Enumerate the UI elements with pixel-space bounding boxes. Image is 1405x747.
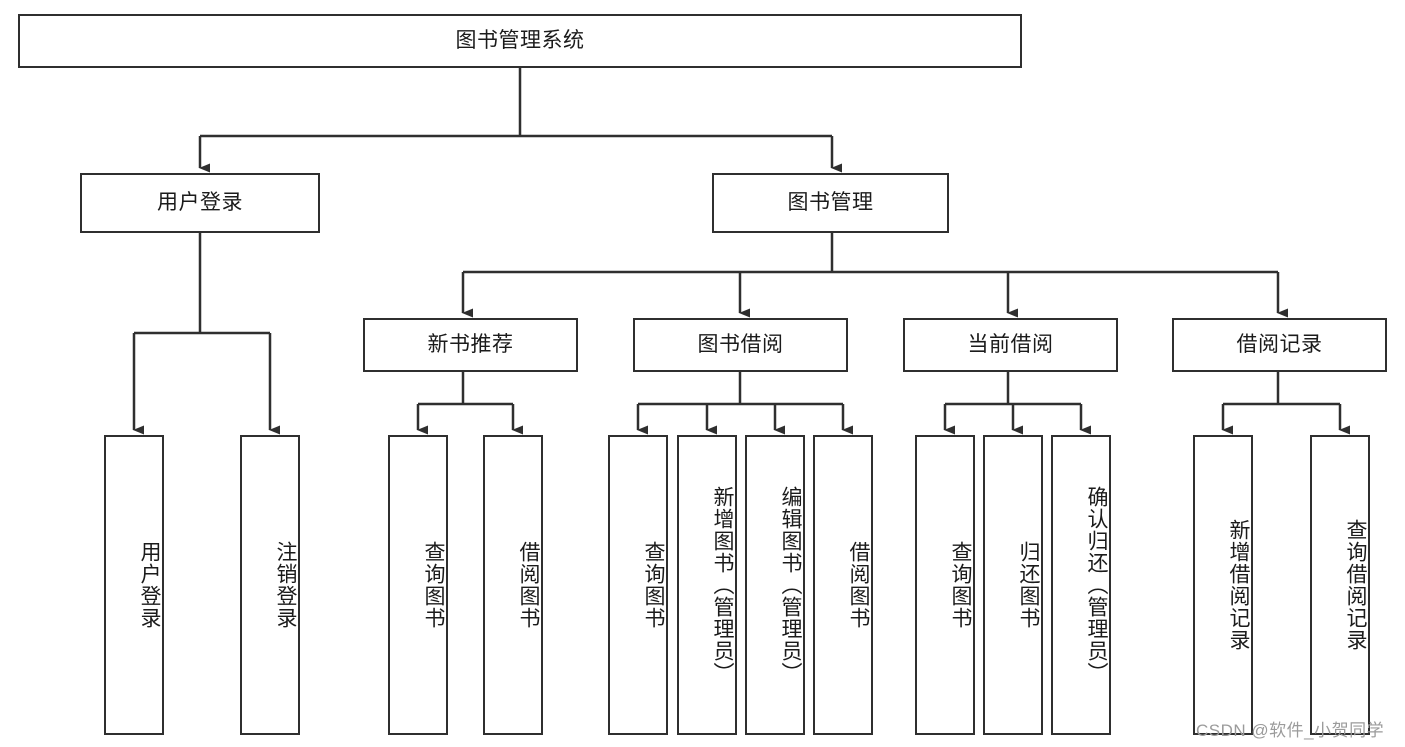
node-book-borrow[interactable]: 图书借阅 [633,318,848,372]
node-book-borrow-label: 图书借阅 [697,333,784,357]
node-leaf-confirm-return-label: 确认归还（管理员） [1085,486,1108,684]
node-user-login-label: 用户登录 [157,191,243,215]
node-borrow-record[interactable]: 借阅记录 [1172,318,1387,372]
node-leaf-add-record[interactable]: 新增借阅记录 [1193,435,1253,735]
node-new-book-recommend-label: 新书推荐 [427,333,514,357]
node-leaf-confirm-return[interactable]: 确认归还（管理员） [1051,435,1111,735]
node-leaf-query-book-2-label: 查询图书 [642,541,665,629]
node-leaf-query-book-2[interactable]: 查询图书 [608,435,668,735]
node-leaf-add-book-label: 新增图书（管理员） [711,486,734,684]
node-leaf-query-book-1-label: 查询图书 [422,541,445,629]
node-leaf-query-book-1[interactable]: 查询图书 [388,435,448,735]
node-leaf-borrow-book-1[interactable]: 借阅图书 [483,435,543,735]
node-leaf-add-book[interactable]: 新增图书（管理员） [677,435,737,735]
node-book-management[interactable]: 图书管理 [712,173,949,233]
node-leaf-user-login[interactable]: 用户登录 [104,435,164,735]
node-leaf-logout-label: 注销登录 [274,541,297,629]
node-borrow-record-label: 借阅记录 [1236,333,1323,357]
node-leaf-query-record-label: 查询借阅记录 [1344,519,1367,651]
node-leaf-borrow-book-1-label: 借阅图书 [517,541,540,629]
node-book-management-label: 图书管理 [787,191,874,215]
node-leaf-query-book-3-label: 查询图书 [949,541,972,629]
csdn-watermark: CSDN @软件_小贺同学 [1196,721,1385,740]
node-leaf-query-book-3[interactable]: 查询图书 [915,435,975,735]
node-leaf-borrow-book-2[interactable]: 借阅图书 [813,435,873,735]
node-leaf-edit-book[interactable]: 编辑图书（管理员） [745,435,805,735]
node-current-borrow-label: 当前借阅 [967,333,1054,357]
node-leaf-edit-book-label: 编辑图书（管理员） [779,486,802,684]
node-leaf-add-record-label: 新增借阅记录 [1227,519,1250,651]
node-leaf-return-book-label: 归还图书 [1017,541,1040,629]
node-leaf-user-login-label: 用户登录 [138,541,161,629]
node-leaf-return-book[interactable]: 归还图书 [983,435,1043,735]
node-root-label: 图书管理系统 [455,29,585,53]
node-leaf-borrow-book-2-label: 借阅图书 [847,541,870,629]
node-new-book-recommend[interactable]: 新书推荐 [363,318,578,372]
node-current-borrow[interactable]: 当前借阅 [903,318,1118,372]
node-leaf-query-record[interactable]: 查询借阅记录 [1310,435,1370,735]
node-leaf-logout[interactable]: 注销登录 [240,435,300,735]
node-root[interactable]: 图书管理系统 [18,14,1022,68]
node-user-login[interactable]: 用户登录 [80,173,320,233]
